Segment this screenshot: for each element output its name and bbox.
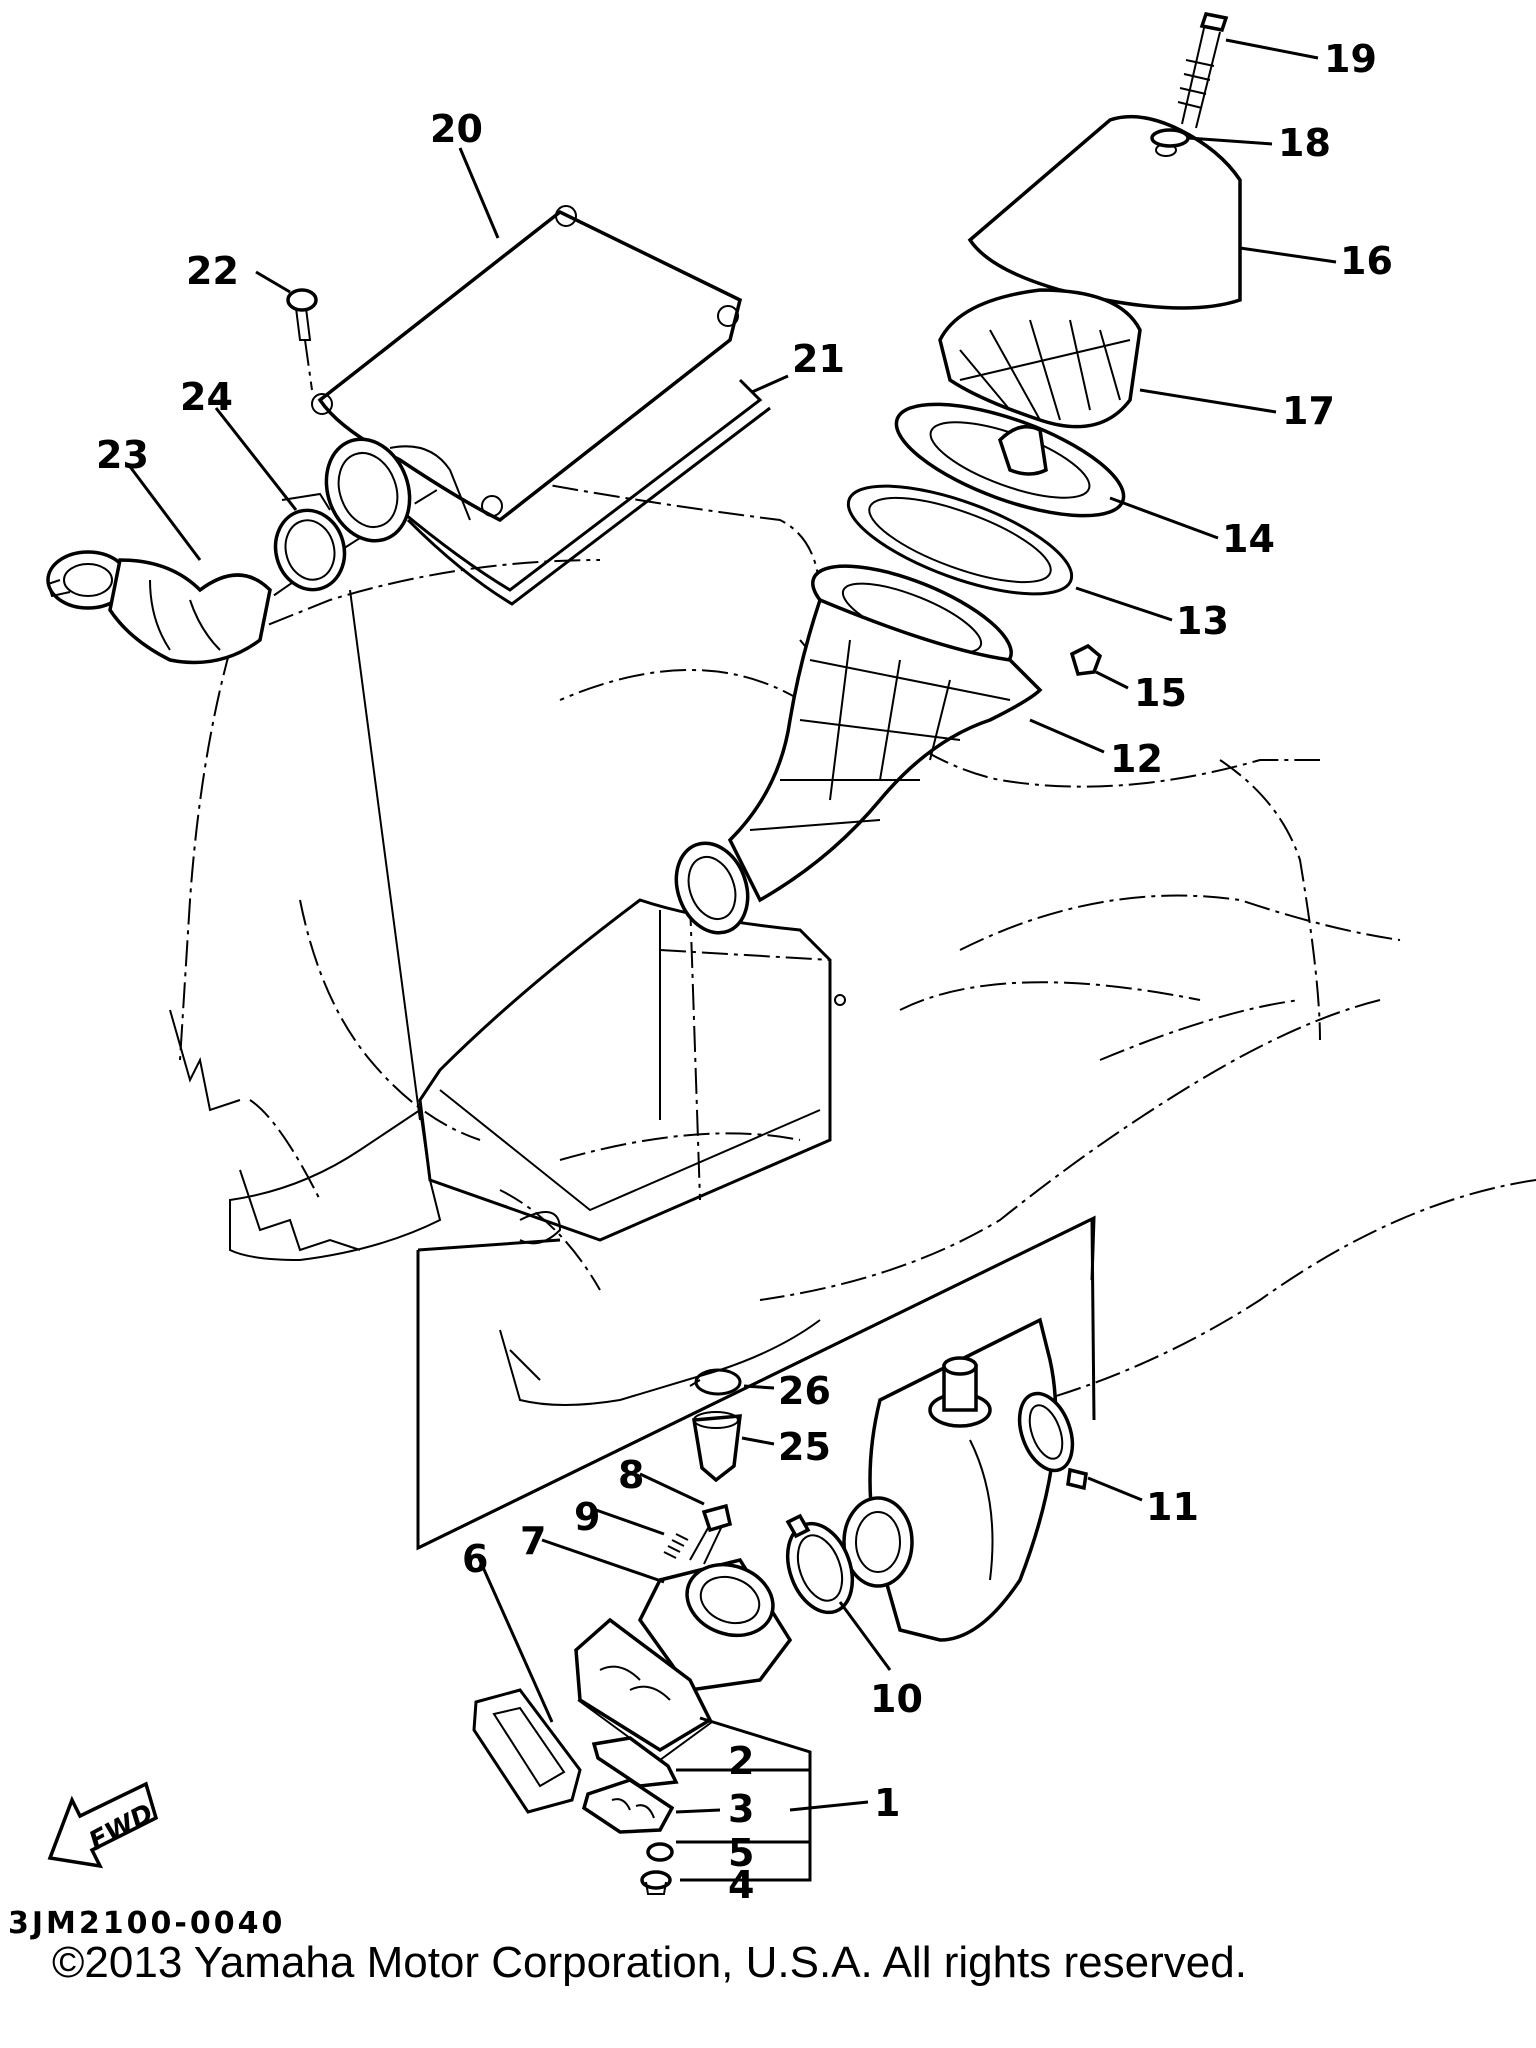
washer-18 [1150, 128, 1190, 148]
intake-duct-23 [46, 550, 272, 665]
callout-4: 4 [728, 1863, 754, 1907]
callout-9: 9 [574, 1495, 600, 1539]
callout-11: 11 [1146, 1485, 1199, 1529]
callout-3: 3 [728, 1787, 754, 1831]
flame-arrester-case-14 [894, 402, 1126, 518]
hose-clamp-24 [273, 492, 347, 592]
screw-22 [286, 288, 318, 391]
reed-valve-housing-7 [637, 1557, 793, 1692]
callout-16: 16 [1340, 239, 1393, 283]
bolt-19 [1177, 11, 1229, 129]
gasket-13 [846, 484, 1074, 596]
flame-arrester-cover-16 [967, 114, 1242, 310]
forward-arrow: FWD [47, 1781, 159, 1869]
spring-9 [663, 1533, 689, 1559]
reed-stopper-2 [591, 1736, 679, 1788]
callout-21: 21 [792, 337, 845, 381]
callout-10: 10 [870, 1677, 923, 1721]
callout-numbers: 19 18 16 17 14 13 15 12 20 21 22 24 23 2… [96, 37, 1393, 1907]
intake-duct-12 [674, 564, 1043, 935]
sub-assembly-frame [416, 1215, 1096, 1551]
gasket-6 [472, 1688, 582, 1814]
callout-19: 19 [1324, 37, 1377, 81]
callout-23: 23 [96, 433, 149, 477]
callout-24: 24 [180, 375, 233, 419]
flame-arrester-element-17 [938, 288, 1142, 429]
callout-17: 17 [1282, 389, 1335, 433]
cover-outlet-tube [324, 437, 471, 543]
callout-2: 2 [728, 1739, 754, 1783]
washer-5 [646, 1842, 674, 1862]
fitting-25 [691, 1411, 742, 1483]
reed-petal-3 [581, 1778, 675, 1834]
callout-7: 7 [520, 1519, 546, 1563]
clamp-10 [785, 1513, 855, 1615]
callout-6: 6 [462, 1537, 488, 1581]
clip-26 [689, 1368, 742, 1396]
callout-13: 13 [1176, 599, 1229, 643]
callout-20: 20 [430, 107, 483, 151]
callout-18: 18 [1278, 121, 1331, 165]
screw-4 [640, 1870, 672, 1895]
clamp-11 [1017, 1391, 1088, 1491]
callout-25: 25 [778, 1425, 831, 1469]
air-box-cover [311, 205, 743, 523]
callout-12: 12 [1110, 737, 1163, 781]
callout-1: 1 [874, 1781, 900, 1825]
carburetor [842, 1317, 1058, 1642]
callout-22: 22 [186, 249, 239, 293]
leader-lines [126, 38, 1337, 1882]
drawing-code: 3JM2100-0040 [8, 1906, 286, 1941]
callout-15: 15 [1134, 671, 1187, 715]
callout-26: 26 [778, 1369, 831, 1413]
callout-14: 14 [1222, 517, 1275, 561]
copyright-notice: ©2013 Yamaha Motor Corporation, U.S.A. A… [52, 1938, 1247, 1987]
screw-8 [689, 1503, 733, 1565]
nut-15 [1069, 643, 1103, 676]
callout-8: 8 [618, 1453, 644, 1497]
air-box-gasket [399, 378, 771, 606]
callout-5: 5 [728, 1831, 754, 1875]
